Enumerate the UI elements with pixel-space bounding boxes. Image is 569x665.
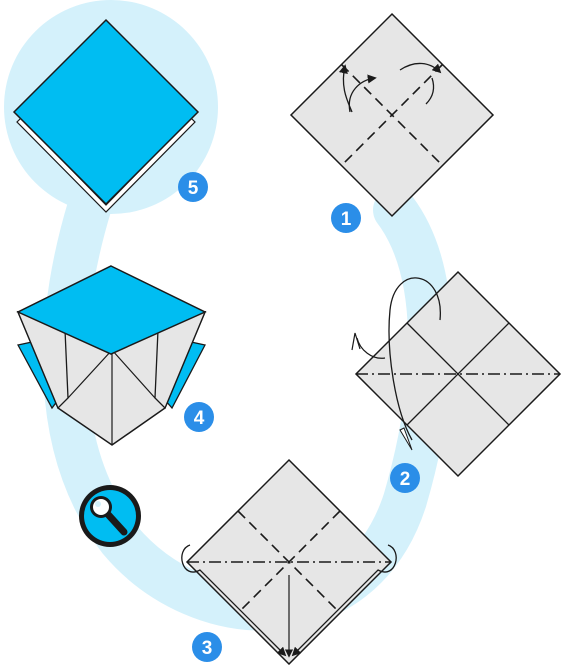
- step-badge-1: 1: [331, 203, 361, 233]
- step-number: 5: [188, 178, 199, 199]
- step-badge-2: 2: [390, 463, 420, 493]
- step-2-diagram: [352, 272, 560, 476]
- step-badge-5: 5: [178, 172, 208, 202]
- step-number: 3: [202, 638, 213, 659]
- step-badge-4: 4: [184, 402, 214, 432]
- step-number: 1: [341, 209, 352, 230]
- step-4-diagram: [18, 266, 205, 445]
- step-1-diagram: [291, 14, 493, 216]
- step2-arrowhead-left: [352, 333, 360, 350]
- step-badge-3: 3: [192, 632, 222, 662]
- step-3-diagram: [182, 460, 396, 664]
- step-number: 4: [194, 408, 205, 429]
- step-number: 2: [400, 469, 411, 490]
- magnifier-icon[interactable]: [79, 485, 141, 547]
